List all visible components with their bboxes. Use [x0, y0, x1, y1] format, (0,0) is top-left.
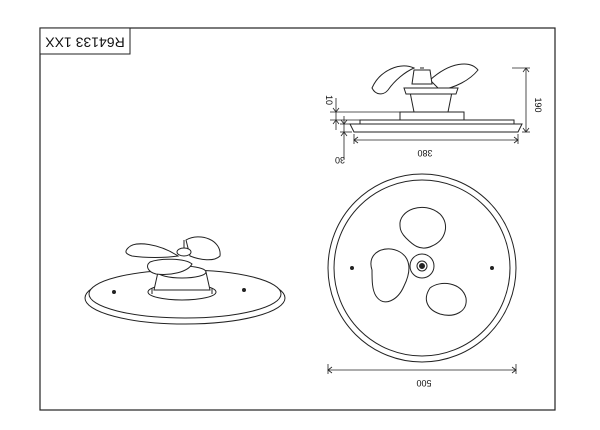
plan-view	[327, 173, 517, 363]
plan-blade-left	[370, 248, 410, 303]
model-code: R64133 1XX	[45, 34, 125, 50]
perspective-blade-left	[125, 243, 180, 258]
plan-blade-top	[399, 206, 447, 249]
side-motor-body	[409, 91, 453, 113]
dim-diameter-label: 500	[416, 378, 431, 388]
side-elevation-view	[349, 63, 523, 133]
plan-mount-hole-left	[350, 266, 354, 270]
perspective-view	[84, 236, 286, 325]
dim-plate-thickness	[340, 116, 352, 160]
dim-height	[512, 67, 530, 133]
model-code-box: R64133 1XX	[39, 27, 131, 55]
dim-canopy-height-label: 10	[324, 95, 334, 105]
side-blade-right	[429, 63, 479, 91]
plan-mount-hole-right	[490, 266, 494, 270]
perspective-blade-right	[185, 236, 221, 261]
plan-blade-right	[425, 282, 467, 316]
side-hub	[411, 69, 433, 85]
dim-canopy-height	[330, 98, 400, 130]
side-base-plate	[349, 123, 523, 133]
dim-plate-width-label: 380	[417, 148, 432, 158]
dim-height-label: 190	[533, 97, 543, 112]
dim-plate-thickness-label: 30	[335, 155, 345, 165]
sheet-border	[39, 27, 556, 411]
dim-diameter	[327, 364, 517, 374]
perspective-hub	[176, 247, 192, 257]
side-canopy	[399, 111, 465, 121]
perspective-blade-front	[147, 258, 193, 275]
side-blade-left	[371, 65, 416, 95]
dim-plate-width	[353, 134, 519, 144]
